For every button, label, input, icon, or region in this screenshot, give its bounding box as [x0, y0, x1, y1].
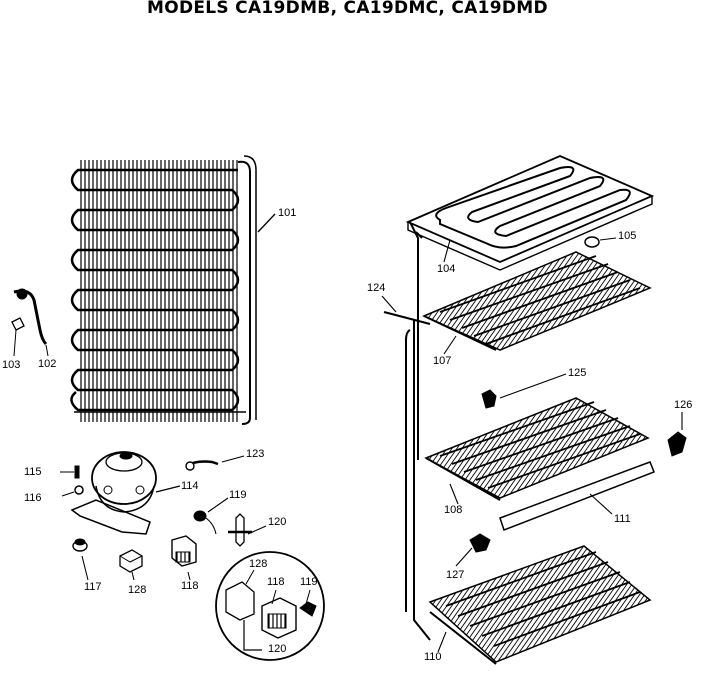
terminal-connector-part: [228, 513, 267, 547]
evaporator-shelf-108: [424, 397, 650, 501]
part-label-104: 104: [437, 263, 456, 275]
part-label-124: 124: [367, 282, 386, 294]
evaporator-frame: [405, 221, 431, 641]
evaporator-shelf-107: [422, 251, 652, 351]
part-label-120-inset: 120: [268, 643, 287, 655]
part-label-127: 127: [446, 569, 465, 581]
shelf-leaders: [437, 239, 459, 653]
grommet-part: [72, 538, 89, 581]
part-label-103: 103: [2, 359, 21, 371]
part-label-126: 126: [674, 399, 693, 411]
evaporator-shelf-110: [428, 545, 652, 665]
part-label-123: 123: [246, 448, 265, 460]
clip-part: [11, 317, 25, 357]
part-label-101: 101: [278, 207, 297, 219]
bracket-part-126: [667, 412, 687, 457]
bracket-part-127: [455, 533, 491, 567]
part-label-128-inset: 128: [249, 558, 268, 570]
part-label-110: 110: [424, 651, 442, 663]
washer-part: [61, 485, 84, 497]
capillary-line-part: [381, 295, 431, 325]
part-label-105: 105: [618, 230, 637, 242]
part-label-120: 120: [268, 516, 287, 528]
part-label-119-inset: 119: [300, 576, 318, 588]
relay-part: [171, 535, 197, 581]
overload-part: [193, 497, 229, 535]
part-label-115: 115: [24, 466, 42, 478]
part-label-119: 119: [229, 489, 247, 501]
compressor: [70, 451, 157, 535]
part-label-118: 118: [181, 580, 199, 592]
part-label-128: 128: [128, 584, 147, 596]
bolt-part: [60, 465, 80, 479]
relay-cover-part: [119, 549, 143, 581]
inset-detail: [215, 551, 325, 661]
part-label-102: 102: [38, 358, 57, 370]
evaporator-top-shelf: [405, 155, 655, 271]
condenser: [70, 155, 257, 425]
part-label-111: 111: [614, 513, 631, 525]
part-label-117: 117: [84, 581, 102, 593]
part-label-114: 114: [181, 480, 199, 492]
part-label-107: 107: [433, 355, 452, 367]
part-label-116: 116: [24, 492, 42, 504]
cap-part: [584, 236, 617, 248]
diagram-title: MODELS CA19DMB, CA19DMC, CA19DMD: [147, 0, 548, 18]
part-label-108: 108: [444, 504, 463, 516]
tubing-clip-part: [185, 455, 245, 471]
drain-tube-part: [499, 461, 655, 531]
bracket-part-125: [481, 373, 567, 409]
part-label-125: 125: [568, 367, 587, 379]
part-label-118-inset: 118: [267, 576, 285, 588]
drier-assembly: [13, 288, 49, 357]
